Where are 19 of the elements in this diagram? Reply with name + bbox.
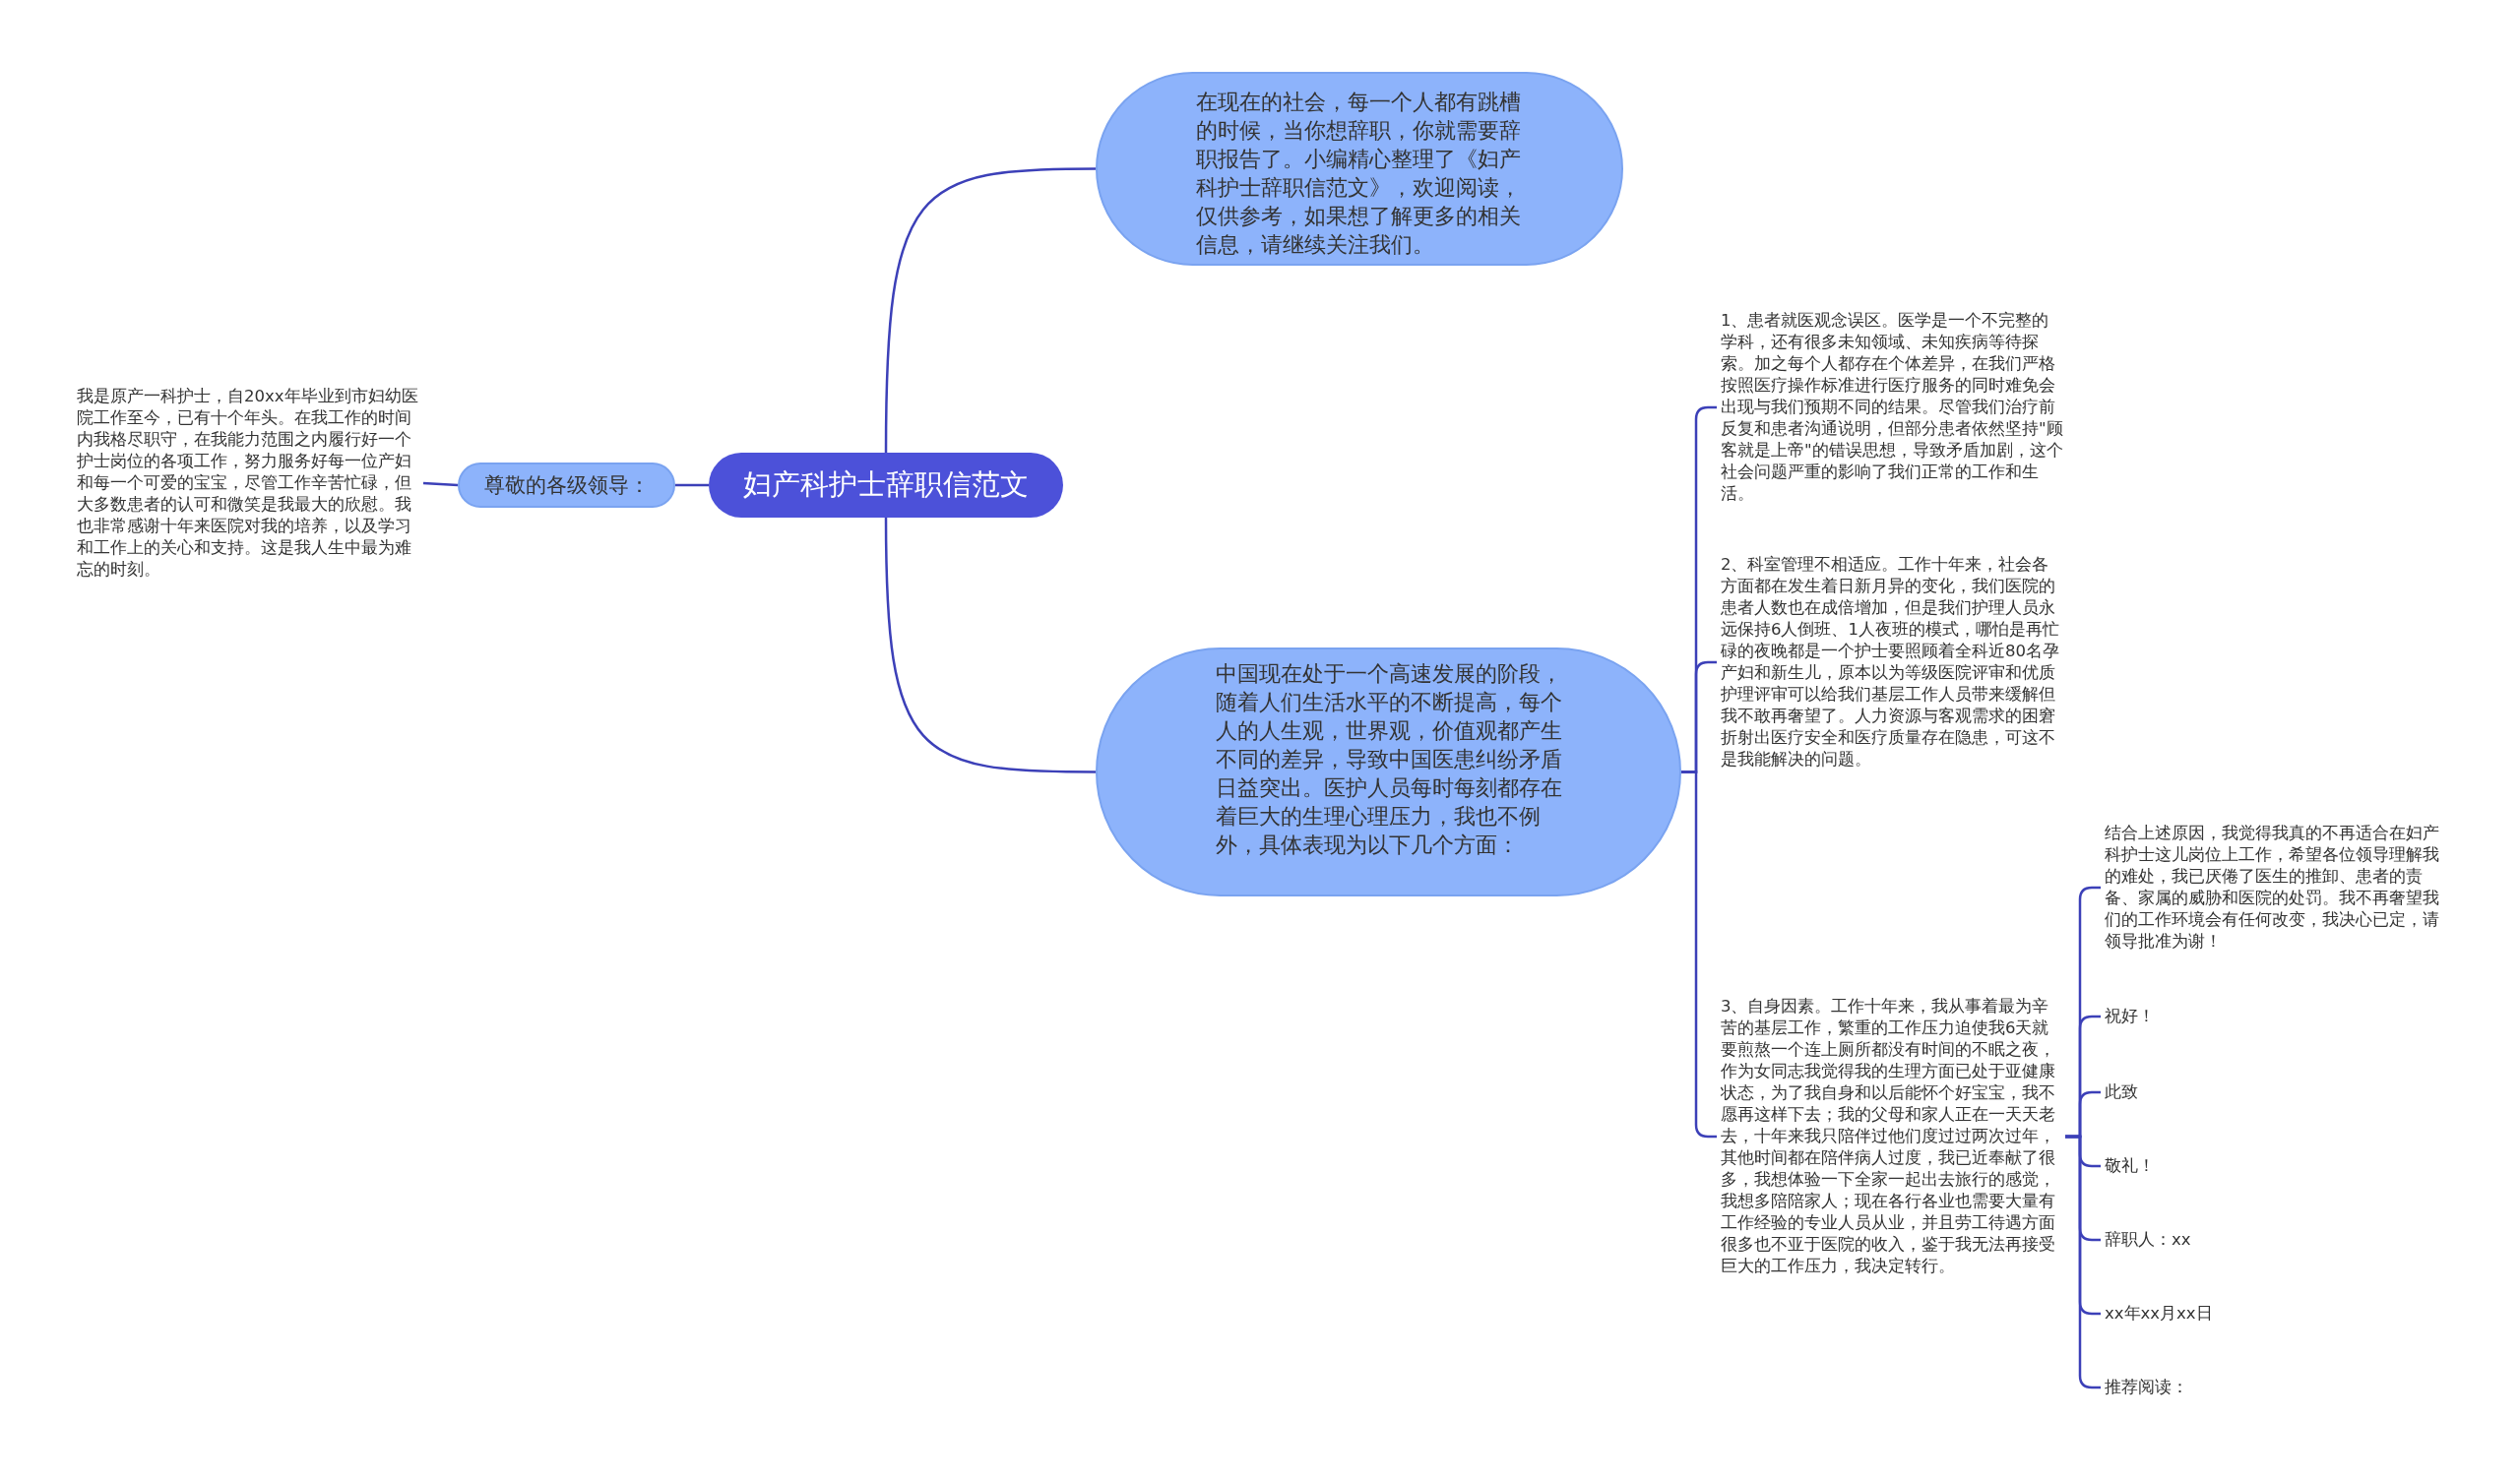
central-topic: 妇产科护士辞职信范文 [709, 453, 1063, 518]
topic-pill: 尊敬的各级领导： [458, 462, 675, 508]
topic-text: 敬礼！ [2105, 1155, 2400, 1177]
topic-text: 我是原产一科护士，自20xx年毕业到市妇幼医院工作至今，已有十个年头。在我工作的时间内我格尽职守，在我能力范围之内履行好一个护士岗位的各项工作，努力服务好每一位产妇和每一个可爱的宝宝，尽管工作辛苦忙碌，但大多数患者的认可和微笑是我最大的欣慰。我也非常感谢十年来医院对我的培养，以及学习和工作上的关心和支持。这是我人生中最为难忘的时刻。 [77, 386, 423, 581]
topic-text: 2、科室管理不相适应。工作十年来，社会各方面都在发生着日新月异的变化，我们医院的患者人数也在成倍增加，但是我们护理人员永远保持6人倒班、1人夜班的模式，哪怕是再忙碌的夜晚都是一个护士要照顾着全科近80名孕产妇和新生儿，原本以为等级医院评审和优质护理评审可以给我们基层工作人员带来缓解但我不敢再奢望了。人力资源与客观需求的困窘折射出医疗安全和医疗质量存在隐患，可这不是我能解决的问题。 [1721, 554, 2065, 771]
topic-text: 祝好！ [2105, 1006, 2400, 1027]
connector-line [884, 167, 1096, 453]
topic-text: 1、患者就医观念误区。医学是一个不完整的学科，还有很多未知领域、未知疾病等待探索。加之每个人都存在个体差异，在我们严格按照医疗操作标准进行医疗服务的同时难免会出现与我们预期不同的结果。尽管我们治疗前反复和患者沟通说明，但部分患者依然坚持"顾客就是上帝"的错误思想，导致矛盾加剧，这个社会问题严重的影响了我们正常的工作和生活。 [1721, 310, 2065, 505]
topic-text: xx年xx月xx日 [2105, 1303, 2400, 1325]
topic-bubble: 在现在的社会，每一个人都有跳槽的时候，当你想辞职，你就需要辞职报告了。小编精心整理了《妇产科护士辞职信范文》，欢迎阅读，仅供参考，如果想了解更多的相关信息，请继续关注我们。 [1096, 72, 1623, 266]
topic-text: 推荐阅读： [2105, 1377, 2400, 1398]
topic-text: 3、自身因素。工作十年来，我从事着最为辛苦的基层工作，繁重的工作压力迫使我6天就要煎熬一个连上厕所都没有时间的不眠之夜，作为女同志我觉得我的生理方面已处于亚健康状态，为了我自身和以后能怀个好宝宝，我不愿再这样下去；我的父母和家人正在一天天老去，十年来我只陪伴过他们度过过两次过年，其他时间都在陪伴病人过度，我已近奉献了很多，我想体验一下全家一起出去旅行的感觉，我想多陪陪家人；现在各行各业也需要大量有工作经验的专业人员从业，并且劳工待遇方面很多也不亚于医院的收入，鉴于我无法再接受巨大的工作压力，我决定转行。 [1721, 996, 2065, 1277]
topic-text: 此致 [2105, 1081, 2400, 1103]
topic-text: 结合上述原因，我觉得我真的不再适合在妇产科护士这儿岗位上工作，希望各位领导理解我的难处，我已厌倦了医生的推卸、患者的责备、家属的威胁和医院的处罚。我不再奢望我们的工作环境会有任何改变，我决心已定，请领导批准为谢！ [2105, 823, 2451, 953]
connector-line [884, 518, 1096, 773]
connector-line [675, 483, 709, 487]
connector-line [422, 481, 459, 487]
topic-bubble: 中国现在处于一个高速发展的阶段，随着人们生活水平的不断提高，每个人的人生观，世界观，价值观都产生不同的差异，导致中国医患纠纷矛盾日益突出。医护人员每时每刻都存在着巨大的生理心理压力，我也不例外，具体表现为以下几个方面： [1096, 648, 1681, 896]
topic-text: 辞职人：xx [2105, 1229, 2400, 1251]
